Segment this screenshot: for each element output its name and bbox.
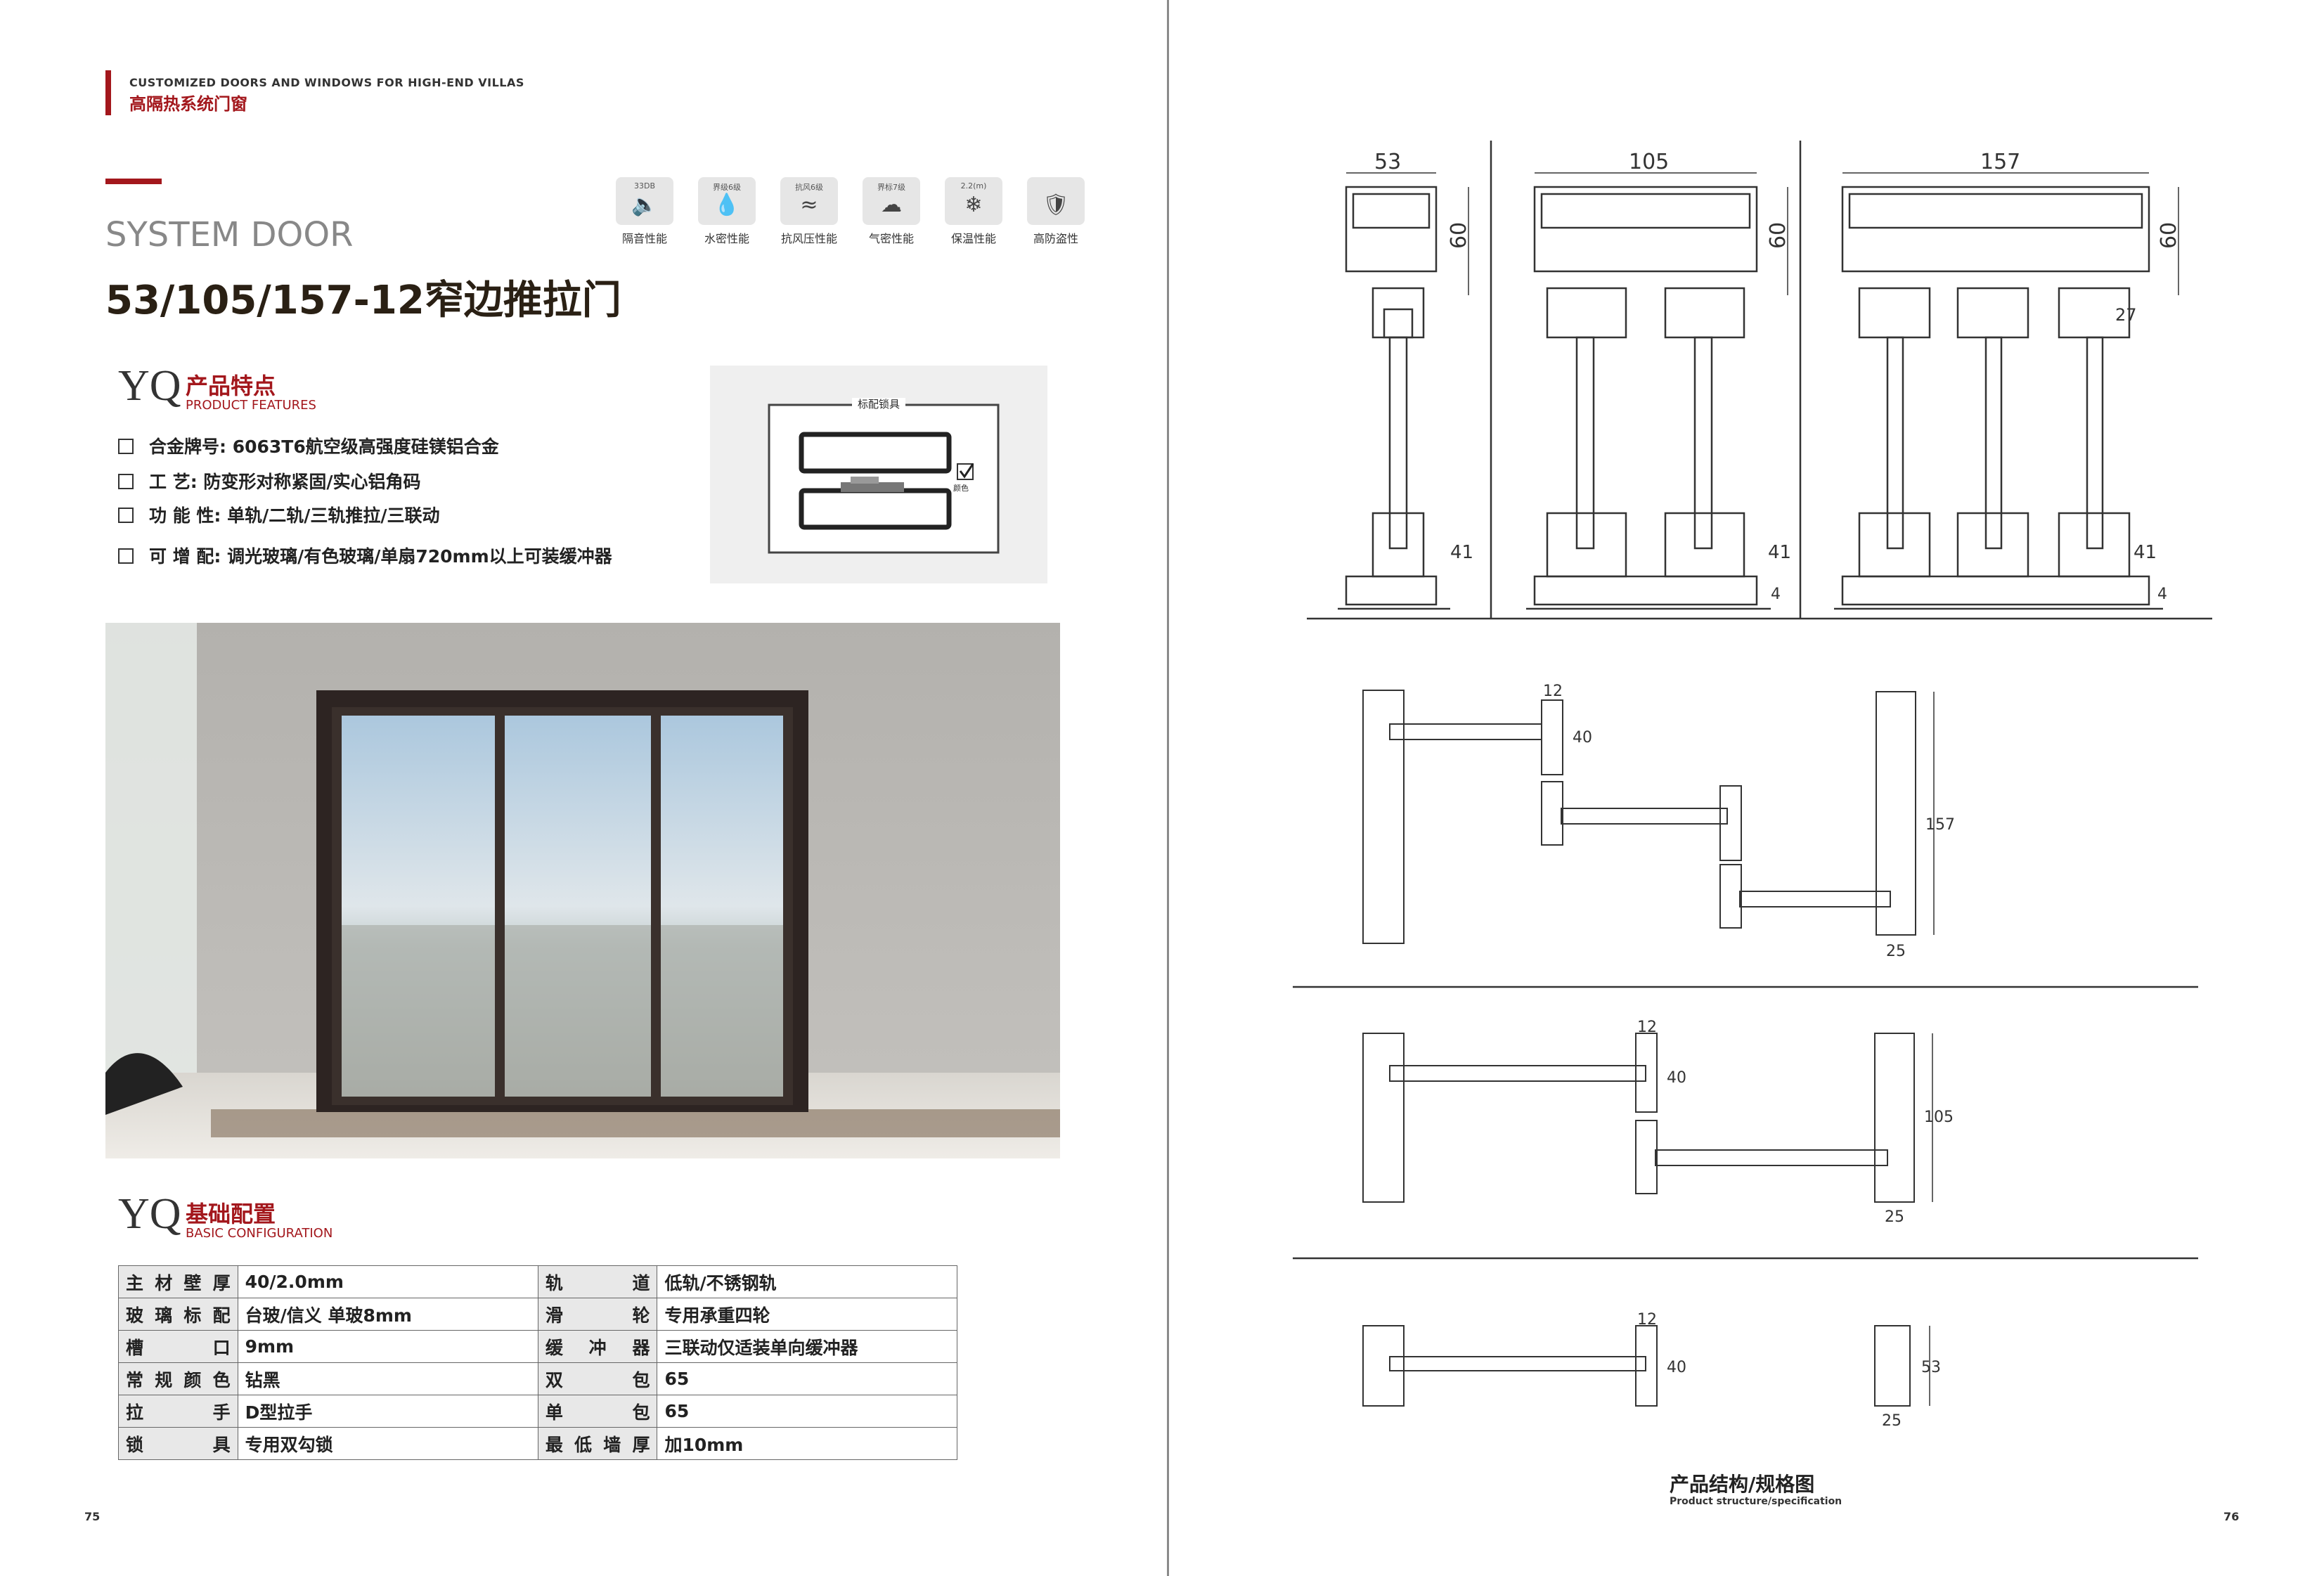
features-heading-en: PRODUCT FEATURES — [186, 398, 316, 413]
wind-icon: 抗风6级 ≈ — [780, 177, 838, 225]
performance-item: 33DB 🔈 隔音性能 — [616, 177, 683, 246]
dim-41-a: 41 — [1450, 542, 1473, 563]
performance-item: 🛡 高防盗性 — [1027, 177, 1095, 246]
checkbox-icon — [118, 548, 134, 564]
table-row: 锁 具专用双勾锁 最低墙厚加10mm — [118, 1427, 957, 1460]
door-photo — [105, 623, 1060, 1158]
plan3-dim-a: 12 — [1637, 1311, 1657, 1329]
plan1-dim-a: 12 — [1543, 683, 1563, 700]
dim-gap: 27 — [2115, 305, 2137, 325]
technical-drawings: 53 105 157 60 60 60 27 41 41 41 4 4 12 4… — [1293, 141, 2212, 1430]
product-title: 53/105/157-12窄边推拉门 — [105, 278, 621, 323]
dim-height-60-b: 60 — [1766, 222, 1790, 249]
brand-accent-bar — [105, 70, 111, 115]
config-heading-en: BASIC CONFIGURATION — [186, 1226, 333, 1241]
plan-53-drawing — [1362, 1325, 1930, 1407]
page-number-left: 75 — [84, 1510, 101, 1523]
performance-label: 抗风压性能 — [780, 232, 837, 245]
performance-item: 抗风6级 ≈ 抗风压性能 — [780, 177, 848, 246]
plan3-dim-total: 53 — [1921, 1359, 1941, 1376]
performance-label: 气密性能 — [868, 232, 914, 245]
snowflake-icon: 2.2(m) ❄ — [945, 177, 1002, 225]
plan-105-drawing — [1362, 1033, 1933, 1203]
plan-157-drawing — [1362, 690, 1935, 944]
brand-tagline-cn: 高隔热系统门窗 — [129, 94, 247, 114]
checkbox-icon — [118, 508, 134, 523]
performance-label: 隔音性能 — [621, 232, 667, 245]
left-page: CUSTOMIZED DOORS AND WINDOWS FOR HIGH-EN… — [84, 70, 1095, 1523]
dim-height-60-a: 60 — [1447, 222, 1471, 249]
shield-lock-icon: 🛡 — [1027, 177, 1085, 225]
performance-item: 2.2(m) ❄ 保温性能 — [945, 177, 1012, 246]
dim-105: 105 — [1629, 150, 1669, 174]
features-yq-logo: YQ — [118, 362, 181, 410]
plan3-dim-w: 25 — [1882, 1412, 1902, 1430]
config-heading: 基础配置 — [186, 1201, 276, 1227]
performance-label: 保温性能 — [950, 232, 996, 245]
plan1-dim-b: 40 — [1573, 729, 1592, 747]
hardware-title: 标配锁具 — [851, 398, 905, 411]
plan3-dim-b: 40 — [1667, 1359, 1686, 1376]
hardware-color-label: 颜色 — [953, 484, 969, 493]
plan2-dim-b: 40 — [1667, 1069, 1686, 1087]
checkbox-icon — [118, 474, 134, 489]
plan2-dim-a: 12 — [1637, 1019, 1657, 1036]
table-row: 玻璃标配台玻/信义 单玻8mm 滑 轮专用承重四轮 — [118, 1298, 957, 1331]
performance-label: 水密性能 — [704, 232, 749, 245]
feature-item: 合金牌号: 6063T6航空级高强度硅镁铝合金 — [118, 433, 499, 458]
plan1-dim-total: 157 — [1925, 816, 1955, 834]
dim-53: 53 — [1374, 150, 1401, 174]
checkbox-icon — [118, 439, 134, 454]
speaker-icon: 33DB 🔈 — [616, 177, 673, 225]
dim-base-b: 4 — [2157, 586, 2167, 603]
lock-hardware-illustration — [768, 403, 1000, 554]
product-category: SYSTEM DOOR — [105, 215, 354, 254]
page-number-right: 76 — [2223, 1510, 2240, 1523]
dim-base-a: 4 — [1771, 586, 1781, 603]
profile-105-drawing — [1526, 186, 1771, 610]
structure-title: 产品结构/规格图 — [1670, 1473, 1815, 1496]
feature-item: 工 艺: 防变形对称紧固/实心铝角码 — [118, 468, 421, 493]
config-yq-logo: YQ — [118, 1190, 181, 1238]
title-accent-bar — [105, 179, 162, 184]
feature-item: 可 增 配: 调光玻璃/有色玻璃/单扇720mm以上可装缓冲器 — [118, 543, 612, 568]
profile-157-drawing — [1834, 186, 2163, 610]
plan2-dim-w: 25 — [1885, 1208, 1904, 1226]
performance-label: 高防盗性 — [1033, 232, 1078, 245]
structure-title-en: Product structure/specification — [1670, 1496, 1842, 1507]
right-page: 53 105 157 60 60 60 27 41 41 41 4 4 12 4… — [1167, 0, 2324, 1576]
water-drops-icon: 界级6级 💧 — [698, 177, 756, 225]
plan1-dim-w: 25 — [1886, 943, 1906, 960]
brand-tagline-en: CUSTOMIZED DOORS AND WINDOWS FOR HIGH-EN… — [129, 76, 524, 89]
dim-41-b: 41 — [1768, 542, 1791, 563]
performance-item: 界级6级 💧 水密性能 — [698, 177, 766, 246]
dim-157: 157 — [1980, 150, 2020, 174]
plan2-dim-total: 105 — [1924, 1109, 1954, 1126]
feature-item: 功 能 性: 单轨/二轨/三轨推拉/三联动 — [118, 502, 440, 527]
dim-height-60-c: 60 — [2157, 222, 2181, 249]
performance-item: 界标7级 ☁ 气密性能 — [863, 177, 930, 246]
features-heading: 产品特点 — [186, 373, 276, 399]
cloud-icon: 界标7级 ☁ — [863, 177, 920, 225]
profile-53-drawing — [1338, 186, 1450, 610]
dim-41-c: 41 — [2133, 542, 2157, 563]
hardware-panel: 标配锁具 颜色 — [710, 366, 1047, 583]
